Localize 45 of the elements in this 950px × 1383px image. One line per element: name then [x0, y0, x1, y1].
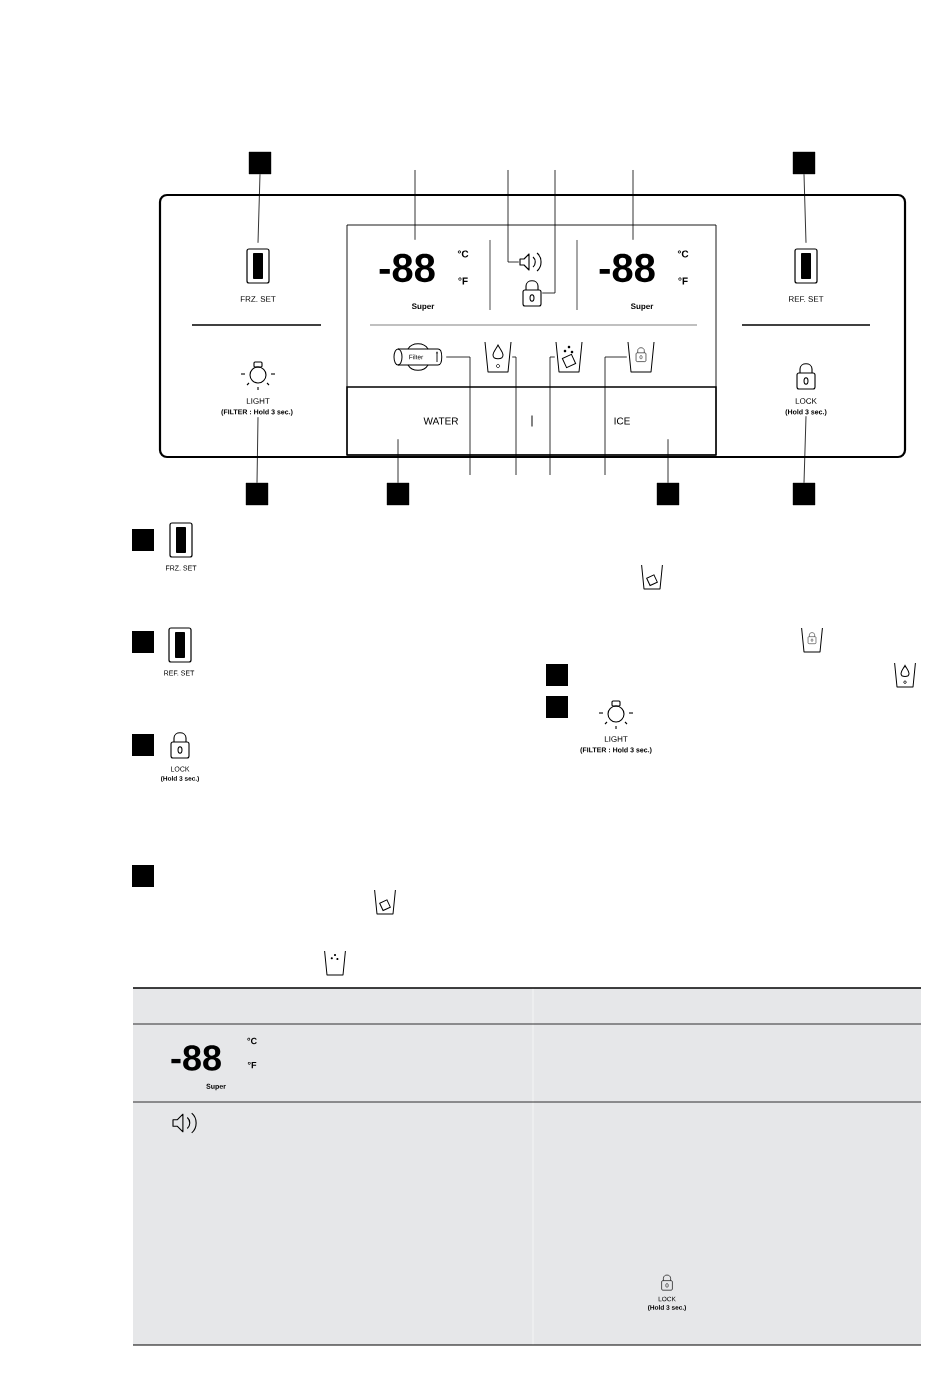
- temperature-digits: -88: [171, 1045, 221, 1071]
- leader-line: [667, 438, 669, 484]
- leader-line: [632, 169, 634, 241]
- temperature-digits: -88: [599, 253, 655, 283]
- water-cup-icon: [484, 341, 512, 373]
- unit-label: °F: [458, 277, 468, 285]
- button-label: LOCK: [795, 398, 817, 404]
- control-panel: [158, 193, 907, 459]
- mode-label: Super: [411, 303, 435, 311]
- button-label: FRZ. SET: [240, 296, 276, 302]
- unit-label: °F: [678, 277, 688, 285]
- temperature-digits: -88: [379, 253, 435, 283]
- leader-line: [414, 169, 416, 241]
- leader-line: [549, 356, 556, 476]
- leader-line: [257, 173, 261, 244]
- button-label: LIGHT: [604, 736, 628, 742]
- leader-line: [803, 173, 807, 244]
- leader-line: [541, 169, 556, 294]
- leader-line: [256, 416, 259, 484]
- callout-box: [248, 151, 272, 175]
- button-label: WATER: [423, 417, 459, 425]
- unit-label: °C: [677, 250, 689, 258]
- locked-cup-icon: [627, 341, 655, 373]
- callout-box: [386, 482, 410, 506]
- leader-line: [397, 438, 399, 484]
- separator-mark: |: [531, 415, 533, 427]
- button-label: ICE: [614, 417, 630, 425]
- button-label: LIGHT: [246, 398, 270, 404]
- mode-label: Super: [630, 303, 654, 311]
- callout-box: [245, 482, 269, 506]
- leader-line: [445, 356, 471, 476]
- unit-label: °F: [247, 1061, 257, 1069]
- speaker-icon: [519, 252, 542, 272]
- leader-line: [604, 356, 628, 476]
- button-label: REF. SET: [789, 296, 824, 302]
- leader-line: [511, 356, 517, 476]
- callout-box: [792, 151, 816, 175]
- lock-icon: [522, 280, 542, 307]
- leader-line: [803, 415, 807, 484]
- callout-box: [792, 482, 816, 506]
- unit-label: °C: [457, 250, 469, 258]
- unit-label: °C: [247, 1037, 257, 1045]
- callout-box: [656, 482, 680, 506]
- leader-line: [507, 169, 520, 263]
- ice-cup-icon: [555, 341, 583, 373]
